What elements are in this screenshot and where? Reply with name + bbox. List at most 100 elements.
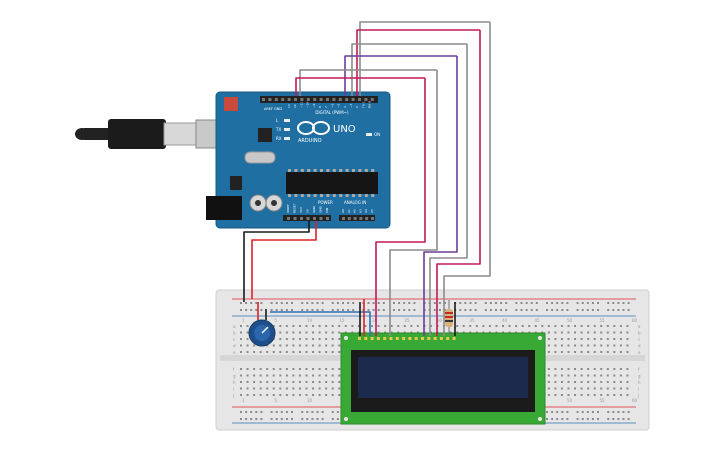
column-number: 55 (600, 398, 606, 403)
column-number: 60 (632, 398, 638, 403)
crystal (244, 151, 276, 164)
usb-chip (258, 128, 272, 142)
arduino-wordmark: ARDUINO (298, 138, 322, 144)
header-pin (319, 98, 323, 101)
lcd-screen (358, 357, 528, 398)
potentiometer (248, 319, 276, 347)
wire (270, 311, 371, 336)
wire (389, 70, 438, 336)
row-letter: g (638, 374, 641, 379)
uno-label: UNO (333, 124, 356, 135)
row-letter: h (638, 380, 641, 385)
wire (295, 77, 425, 96)
header-pin (287, 98, 291, 101)
wire (251, 221, 317, 299)
digital-pin-label: 7 (324, 106, 328, 108)
power-pin-label: 3V3 (299, 207, 303, 213)
header-pin (326, 98, 329, 101)
power-pin-label: VIN (325, 208, 329, 213)
wire (359, 21, 490, 96)
power-jack (206, 196, 242, 220)
header-pin (358, 98, 361, 101)
header-pin (262, 98, 265, 101)
wire (356, 29, 480, 96)
header-pin (351, 98, 355, 101)
digital-pin-label: ~11 (299, 102, 303, 108)
column-number: 35 (470, 318, 476, 323)
wire (429, 44, 468, 336)
column-number: 5 (275, 318, 278, 323)
row-letter: e (233, 350, 236, 355)
row-letter: e (638, 350, 641, 355)
reset-button (224, 97, 238, 111)
column-number: 10 (307, 398, 313, 403)
analog-pin-label: A0 (341, 209, 345, 213)
power-header-label: POWER (318, 200, 333, 205)
power-pin-label: RESET (293, 203, 297, 213)
digital-pin-label: ~10 (306, 102, 310, 108)
header-pin (300, 98, 304, 101)
digital-pin-label: 2 (355, 106, 359, 108)
column-number: 30 (437, 318, 443, 323)
digital-pin-label: ~6 (330, 103, 334, 108)
header-pin (345, 98, 349, 101)
header-pin (338, 98, 342, 101)
digital-pin-label: ~9 (312, 103, 316, 108)
row-letter: a (233, 324, 236, 329)
row-letter: i (638, 387, 639, 392)
digital-header (260, 96, 378, 103)
digital-pin-label: 8 (318, 106, 322, 108)
header-pin (306, 98, 310, 101)
wire (443, 22, 491, 336)
column-number: 1 (242, 398, 245, 403)
usb-cable (75, 119, 223, 149)
row-letter: c (638, 337, 640, 342)
row-letter: g (233, 374, 236, 379)
wire (423, 56, 458, 336)
row-letter: c (233, 337, 235, 342)
header-pin (274, 98, 278, 101)
column-number: 50 (567, 318, 573, 323)
row-letter: d (638, 344, 641, 349)
lcd-module (340, 332, 546, 425)
analog-pin-label: A3 (358, 209, 362, 213)
column-number: 50 (567, 398, 573, 403)
column-number: 55 (600, 318, 606, 323)
row-letter: b (233, 331, 236, 336)
digital-pin-label: ~5 (337, 103, 341, 108)
digital-pin-label: RX 0 (368, 101, 372, 108)
led-rx-label: RX (276, 136, 282, 141)
wire (243, 221, 310, 302)
header-pin (294, 98, 297, 101)
digital-pin-label: TX 1 (361, 101, 365, 109)
analog-header-label: ANALOG IN (344, 200, 366, 205)
column-number: 20 (372, 318, 378, 323)
row-letter: a (638, 324, 641, 329)
arduino-logo-icon (297, 121, 330, 135)
column-number: 40 (502, 318, 508, 323)
digital-pin-label: 4 (343, 106, 347, 108)
wire (375, 78, 426, 336)
power-pin-label: GND (312, 205, 316, 213)
header-pin (313, 98, 317, 101)
header-pin (268, 98, 272, 101)
atmega-chip (286, 172, 378, 194)
row-letter: j (232, 393, 234, 398)
wire (344, 55, 457, 96)
header-pin (364, 98, 368, 101)
wires (243, 21, 491, 336)
led-l-label: L (276, 118, 279, 123)
column-number: 15 (340, 318, 346, 323)
digital-header-label: DIGITAL (PWM~) (315, 110, 349, 115)
header-pin (281, 98, 285, 101)
row-letter: f (638, 367, 640, 372)
column-number: 60 (632, 318, 638, 323)
power-pin-label: GND (319, 205, 323, 213)
row-letter: i (233, 387, 234, 392)
column-number: 1 (242, 318, 245, 323)
row-letter: f (233, 367, 235, 372)
power-pin-label: IOREF (286, 204, 290, 213)
row-letter: h (233, 380, 236, 385)
